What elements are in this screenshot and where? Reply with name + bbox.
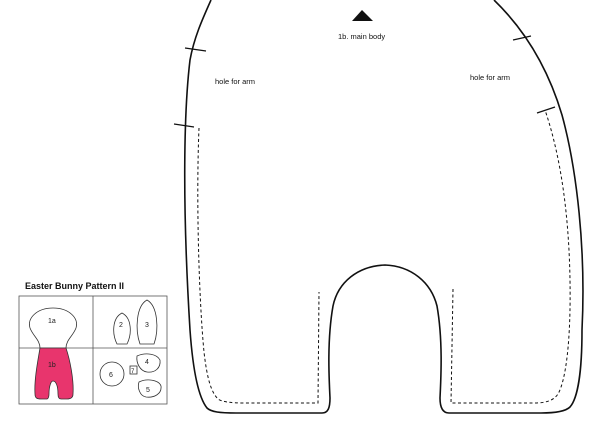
legend-piece-1b-shape — [34, 347, 74, 400]
right-seam-line — [450, 109, 571, 404]
legend-piece-5-shape — [138, 379, 162, 398]
legend-piece-6-shape — [99, 361, 125, 387]
legend-piece-5-label: 5 — [146, 387, 150, 394]
right-arm-hole-label: hole for arm — [470, 73, 510, 82]
left-arm-hole-label: hole for arm — [215, 77, 255, 86]
piece-label: 1b. main body — [338, 32, 385, 41]
legend-piece-6-label: 6 — [109, 372, 113, 379]
right-arm-notch-bottom — [536, 106, 556, 114]
legend-piece-1a-shape — [29, 307, 77, 349]
legend-piece-2-label: 2 — [119, 322, 123, 329]
legend-piece-4-label: 4 — [145, 359, 149, 366]
body-cut-line — [183, 0, 584, 414]
left-arm-notch-bottom — [173, 123, 195, 128]
right-arm-notch-top — [512, 35, 532, 41]
grain-arrow-icon — [352, 10, 373, 21]
left-seam-line — [197, 127, 320, 404]
legend: Easter Bunny Pattern II 1a 1b 2 3 4 5 6 … — [18, 281, 168, 405]
legend-piece-1a-label: 1a — [48, 318, 56, 325]
legend-piece-7-label: 7 — [131, 369, 135, 375]
legend-piece-4-shape — [136, 353, 161, 373]
legend-piece-1b-label: 1b — [48, 362, 56, 369]
legend-title: Easter Bunny Pattern II — [25, 281, 124, 291]
left-arm-notch-top — [184, 47, 207, 52]
legend-piece-3-shape — [136, 299, 158, 345]
legend-piece-2-shape — [113, 312, 131, 345]
legend-piece-7-shape — [129, 365, 138, 375]
legend-piece-3-label: 3 — [145, 322, 149, 329]
